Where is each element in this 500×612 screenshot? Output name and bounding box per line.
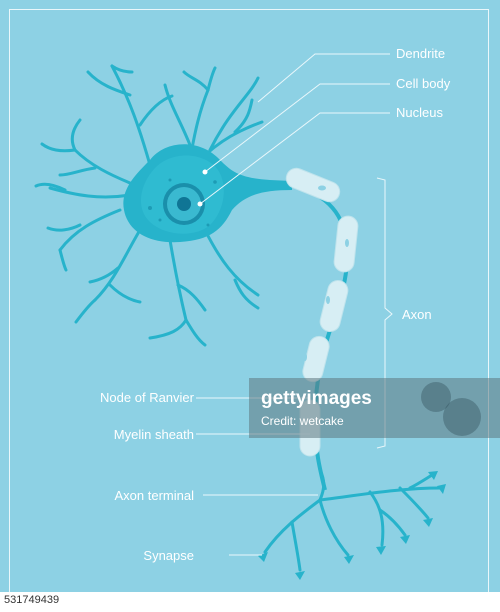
nucleolus-shape xyxy=(177,197,191,211)
label-myelin-sheath: Myelin sheath xyxy=(113,427,194,442)
watermark-bubble xyxy=(421,382,451,412)
cytoplasm-dots xyxy=(148,178,217,227)
footer-bar: 531749439 xyxy=(0,592,500,612)
synaptic-knobs xyxy=(258,471,446,580)
label-axon: Axon xyxy=(402,307,432,322)
leader-lines xyxy=(196,53,393,556)
watermark-bubble xyxy=(443,398,481,436)
label-node-of-ranvier: Node of Ranvier xyxy=(100,390,194,405)
axon-terminal-branches xyxy=(263,468,442,572)
label-synapse: Synapse xyxy=(143,548,194,563)
label-axon-terminal: Axon terminal xyxy=(114,488,194,503)
watermark-brand: gettyimages xyxy=(261,388,372,409)
leader-dots xyxy=(197,169,208,207)
label-cell-body: Cell body xyxy=(396,76,451,91)
watermark-credit: Credit: wetcake xyxy=(261,414,344,428)
schwann-nuclei xyxy=(303,185,349,361)
watermark-banner: gettyimages Credit: wetcake xyxy=(249,378,500,438)
dendrites xyxy=(34,64,264,347)
image-id: 531749439 xyxy=(4,594,60,606)
label-nucleus: Nucleus xyxy=(396,105,443,120)
label-dendrite: Dendrite xyxy=(396,46,446,61)
